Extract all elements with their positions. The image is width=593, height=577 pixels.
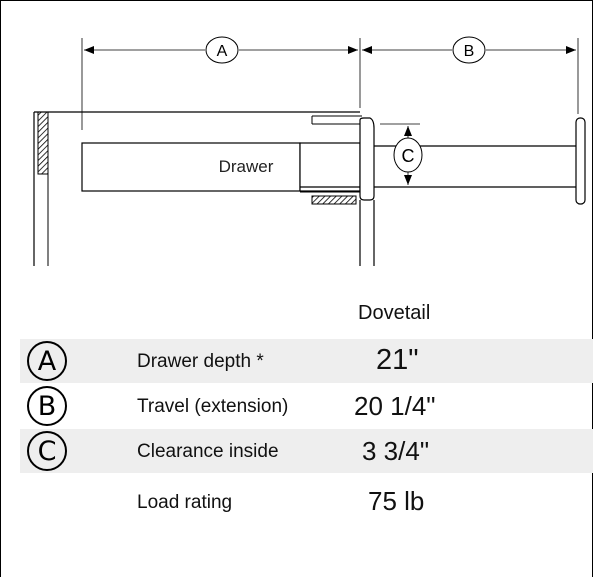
row-label-clearance: Clearance inside (137, 441, 279, 462)
row-label-travel: Travel (extension) (137, 396, 289, 417)
drawer-box: Drawer (81, 142, 361, 192)
row-marker-c: C (27, 431, 67, 471)
table-row (20, 384, 593, 428)
row-value-load-rating: 75 lb (368, 486, 425, 516)
table-row (20, 339, 593, 383)
table-row (20, 429, 593, 473)
slide-rail (300, 115, 586, 205)
dimension-a-label: A (217, 43, 228, 60)
drawer-label: Drawer (219, 157, 274, 176)
row-value-clearance: 3 3/4" (362, 436, 430, 466)
row-marker-a: A (27, 341, 67, 381)
row-label-load-rating: Load rating (137, 492, 233, 513)
slide-diagram: Drawer A B C (33, 36, 586, 266)
dimension-b: B (362, 36, 579, 114)
front-panel (359, 117, 375, 266)
row-label-drawer-depth: Drawer depth * (137, 351, 264, 372)
row-value-travel: 20 1/4" (354, 391, 436, 421)
table-row (20, 474, 593, 518)
column-header-dovetail: Dovetail (358, 302, 431, 324)
dimension-c: C (380, 123, 423, 185)
cabinet-side-panel (33, 111, 49, 266)
row-marker-b: B (27, 386, 67, 426)
dimension-c-label: C (402, 146, 415, 166)
row-value-drawer-depth: 21" (376, 344, 419, 376)
dimension-b-label: B (464, 43, 475, 60)
dimension-a: A (81, 36, 361, 130)
